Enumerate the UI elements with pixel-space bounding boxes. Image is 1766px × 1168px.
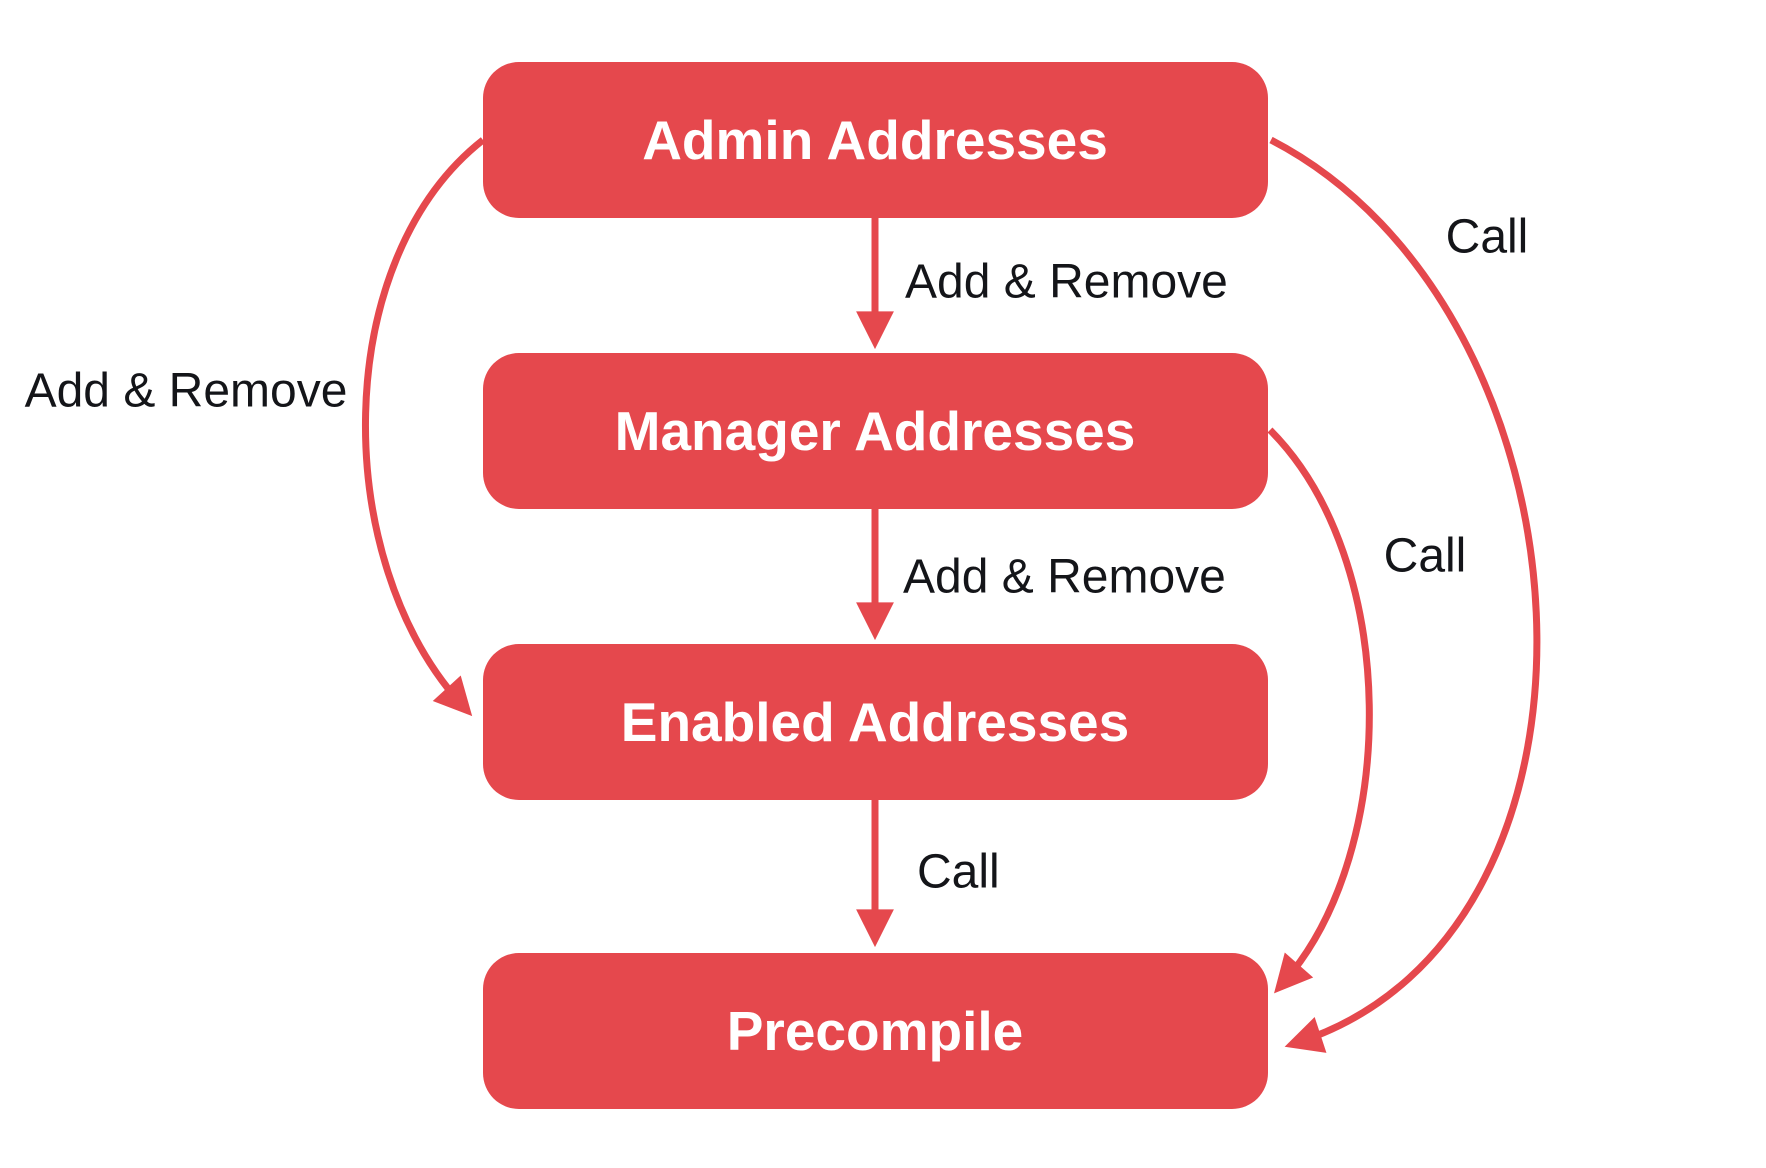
edge-admin-to-precompile bbox=[1269, 136, 1541, 1053]
edge-label-enabled-precompile: Call bbox=[917, 846, 1000, 899]
node-enabled-addresses-label: Enabled Addresses bbox=[621, 691, 1129, 753]
node-precompile-label: Precompile bbox=[727, 1000, 1024, 1062]
node-admin-addresses: Admin Addresses bbox=[483, 62, 1268, 218]
edge-label-manager-enabled: Add & Remove bbox=[903, 551, 1226, 604]
node-manager-addresses: Manager Addresses bbox=[483, 353, 1268, 509]
edge-admin-to-enabled bbox=[361, 137, 486, 717]
edge-label-admin-precompile: Call bbox=[1446, 211, 1529, 264]
node-enabled-addresses-box bbox=[483, 644, 1268, 800]
node-manager-addresses-label: Manager Addresses bbox=[615, 400, 1136, 462]
node-precompile: Precompile bbox=[483, 953, 1268, 1109]
edge-label-manager-precompile: Call bbox=[1384, 530, 1467, 583]
edge-label-admin-enabled: Add & Remove bbox=[25, 365, 348, 418]
node-admin-addresses-box bbox=[483, 62, 1268, 218]
node-enabled-addresses: Enabled Addresses bbox=[483, 644, 1268, 800]
node-admin-addresses-label: Admin Addresses bbox=[642, 109, 1108, 171]
edge-label-admin-manager: Add & Remove bbox=[905, 256, 1228, 309]
node-precompile-box bbox=[483, 953, 1268, 1109]
node-manager-addresses-box bbox=[483, 353, 1268, 509]
edge-manager-to-precompile bbox=[1267, 427, 1373, 994]
